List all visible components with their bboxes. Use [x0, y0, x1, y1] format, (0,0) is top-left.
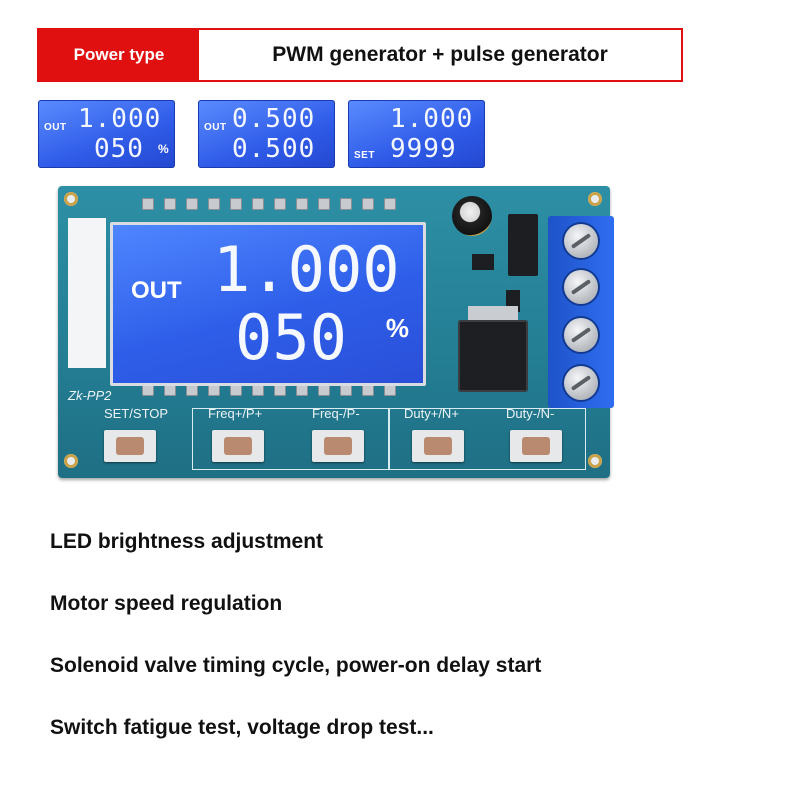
thumb-label: OUT [44, 122, 67, 133]
duty-minus-button[interactable] [510, 430, 562, 462]
thumb-top-value: 0.500 [232, 104, 316, 134]
mount-hole-icon [588, 192, 602, 206]
button-label-freq-plus: Freq+/P+ [208, 406, 263, 421]
banner-tag: Power type [39, 30, 199, 80]
feature-item: Switch fatigue test, voltage drop test..… [50, 716, 434, 739]
feature-item: Motor speed regulation [50, 592, 283, 615]
feature-item: Solenoid valve timing cycle, power-on de… [50, 654, 542, 677]
board-white-area [68, 218, 106, 368]
duty-plus-button[interactable] [412, 430, 464, 462]
screw-icon [564, 318, 598, 352]
lcd-out-label: OUT [131, 277, 182, 304]
banner-title: PWM generator + pulse generator [272, 43, 608, 66]
power-type-banner: Power type PWM generator + pulse generat… [37, 28, 683, 82]
button-row: SET/STOP Freq+/P+ Freq-/P- Duty+/N+ Duty… [60, 406, 580, 470]
freq-minus-button[interactable] [312, 430, 364, 462]
thumb-top-value: 1.000 [390, 104, 474, 134]
lcd-thumbnail-1: OUT 1.000 050 % [38, 100, 175, 168]
mosfet-icon [458, 320, 528, 392]
feature-list: LED brightness adjustment Motor speed re… [50, 528, 541, 776]
screw-icon [564, 224, 598, 258]
silkscreen-frame [192, 408, 390, 470]
lcd-thumbnail-3: SET 1.000 9999 [348, 100, 485, 168]
screw-terminal-block [548, 216, 614, 408]
lcd-top-value: 1.000 [213, 233, 400, 306]
freq-plus-button[interactable] [212, 430, 264, 462]
mount-hole-icon [64, 192, 78, 206]
thumb-bottom-value: 050 [94, 134, 144, 164]
capacitor-icon [452, 196, 492, 236]
screw-icon [564, 270, 598, 304]
thumb-unit: % [158, 142, 169, 156]
screw-icon [564, 366, 598, 400]
button-label-set-stop: SET/STOP [104, 406, 169, 421]
lcd-top-pins [142, 198, 396, 210]
board-model-label: Zk-PP2 [68, 388, 112, 403]
button-label-freq-minus: Freq-/P- [312, 406, 360, 421]
lcd-bottom-value: 050 [235, 301, 347, 374]
button-label-duty-minus: Duty-/N- [506, 406, 555, 421]
diode-icon [508, 214, 538, 276]
thumb-bottom-value: 9999 [390, 134, 457, 164]
main-lcd-display: OUT 1.000 050 % [110, 222, 426, 386]
chip-icon [472, 254, 494, 270]
mount-hole-icon [64, 454, 78, 468]
mount-hole-icon [588, 454, 602, 468]
thumb-top-value: 1.000 [78, 104, 162, 134]
lcd-unit: % [385, 313, 409, 343]
thumb-label: SET [354, 150, 375, 161]
button-label-duty-plus: Duty+/N+ [404, 406, 459, 421]
lcd-thumbnail-2: OUT 0.500 0.500 [198, 100, 335, 168]
feature-item: LED brightness adjustment [50, 530, 324, 553]
thumb-label: OUT [204, 122, 227, 133]
silkscreen-frame [388, 408, 586, 470]
lcd-bottom-pins [142, 384, 396, 396]
set-stop-button[interactable] [104, 430, 156, 462]
thumb-bottom-value: 0.500 [232, 134, 316, 164]
mosfet-tab [468, 306, 518, 322]
